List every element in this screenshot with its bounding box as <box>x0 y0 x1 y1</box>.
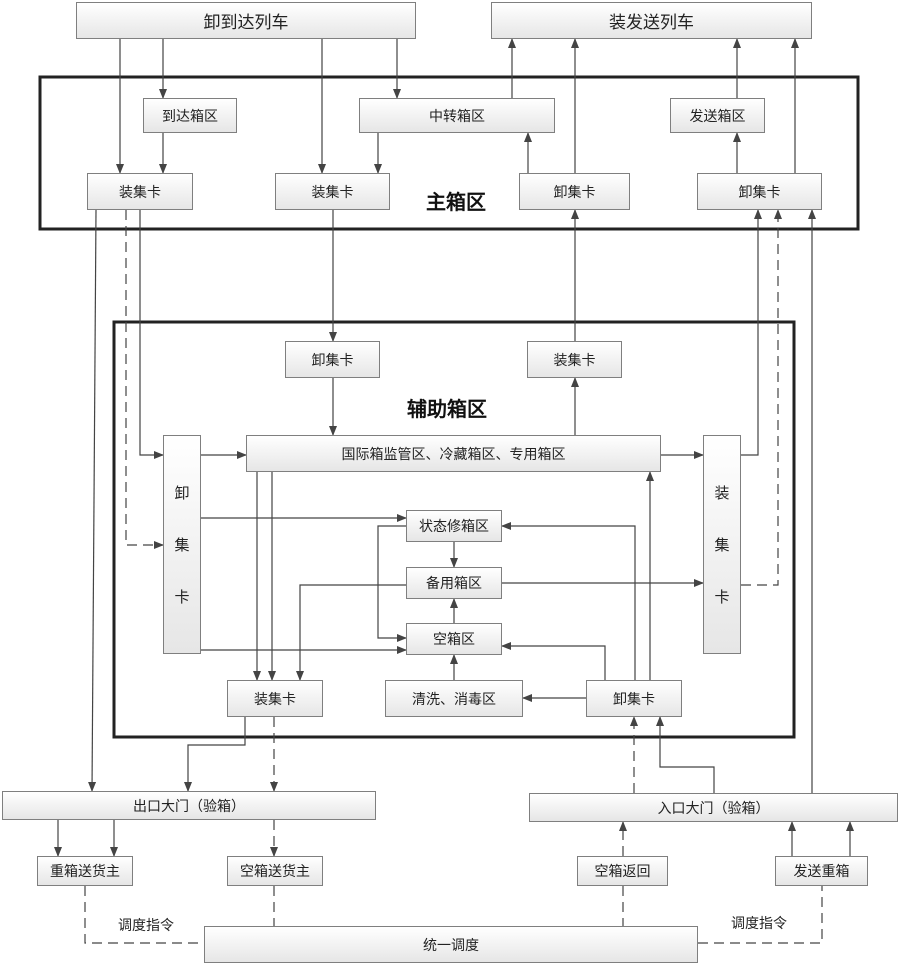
load-right-char-1: 装 <box>714 483 730 502</box>
entry-gate: 入口大门（验箱） <box>529 793 898 822</box>
connector-36 <box>501 522 636 680</box>
aux-load-truck-right: 装 集 卡 <box>703 435 741 654</box>
aux-unload-truck-bottom: 卸集卡 <box>586 680 682 717</box>
unload-left-char-3: 卡 <box>174 588 190 607</box>
empty-return-box: 空箱返回 <box>577 856 668 886</box>
aux-load-truck-bottom: 装集卡 <box>227 680 323 717</box>
load-right-char-2: 集 <box>714 535 730 554</box>
main-load-truck-1: 装集卡 <box>87 173 193 210</box>
main-area-title: 主箱区 <box>426 190 486 214</box>
main-unload-truck-1: 卸集卡 <box>519 173 630 210</box>
connectors <box>54 38 854 944</box>
connector-15 <box>125 210 164 549</box>
connector-41 <box>656 716 715 793</box>
connector-37 <box>501 642 606 680</box>
connector-39 <box>184 717 246 792</box>
main-unload-truck-2: 卸集卡 <box>697 173 822 210</box>
unload-left-char-1: 卸 <box>174 483 190 502</box>
transfer-box: 中转箱区 <box>359 98 555 133</box>
wash-box: 清洗、消毒区 <box>385 680 523 717</box>
repair-box: 状态修箱区 <box>406 510 502 542</box>
connector-14 <box>139 210 164 459</box>
connector-20 <box>741 209 762 456</box>
empty-to-owner-box: 空箱送货主 <box>227 856 323 886</box>
area-frames <box>38 75 860 739</box>
main-area-frame <box>38 75 860 231</box>
exit-gate: 出口大门（验箱） <box>2 791 376 820</box>
unload-left-char-2: 集 <box>174 535 190 554</box>
heavy-to-owner-box: 重箱送货主 <box>37 856 133 886</box>
aux-area-title: 辅助箱区 <box>407 397 487 421</box>
load-departure-train-box: 装发送列车 <box>491 2 812 39</box>
connector-52 <box>698 886 823 944</box>
load-right-char-3: 卡 <box>714 588 730 607</box>
main-load-truck-2: 装集卡 <box>275 173 390 210</box>
intl-reefer-special-box: 国际箱监管区、冷藏箱区、专用箱区 <box>246 435 661 472</box>
dispatch-area-box: 发送箱区 <box>670 98 765 133</box>
aux-unload-truck-left: 卸 集 卡 <box>163 435 201 654</box>
connector-30 <box>296 584 406 681</box>
connector-13 <box>88 209 97 792</box>
aux-area-frame <box>112 320 796 739</box>
arrival-box: 到达箱区 <box>143 98 237 133</box>
connector-21 <box>741 209 782 586</box>
spare-box: 备用箱区 <box>406 567 502 599</box>
connector-49 <box>84 886 204 944</box>
dispatch-command-label-left: 调度指令 <box>116 915 176 935</box>
connector-29 <box>377 525 407 642</box>
unload-arrival-train-box: 卸到达列车 <box>76 2 416 39</box>
aux-load-truck-top: 装集卡 <box>527 341 622 378</box>
unified-dispatch-box: 统一调度 <box>204 926 698 963</box>
aux-unload-truck-top: 卸集卡 <box>285 341 380 378</box>
send-heavy-box: 发送重箱 <box>775 856 868 886</box>
dispatch-command-label-right: 调度指令 <box>729 913 789 933</box>
empty-box: 空箱区 <box>406 623 502 655</box>
